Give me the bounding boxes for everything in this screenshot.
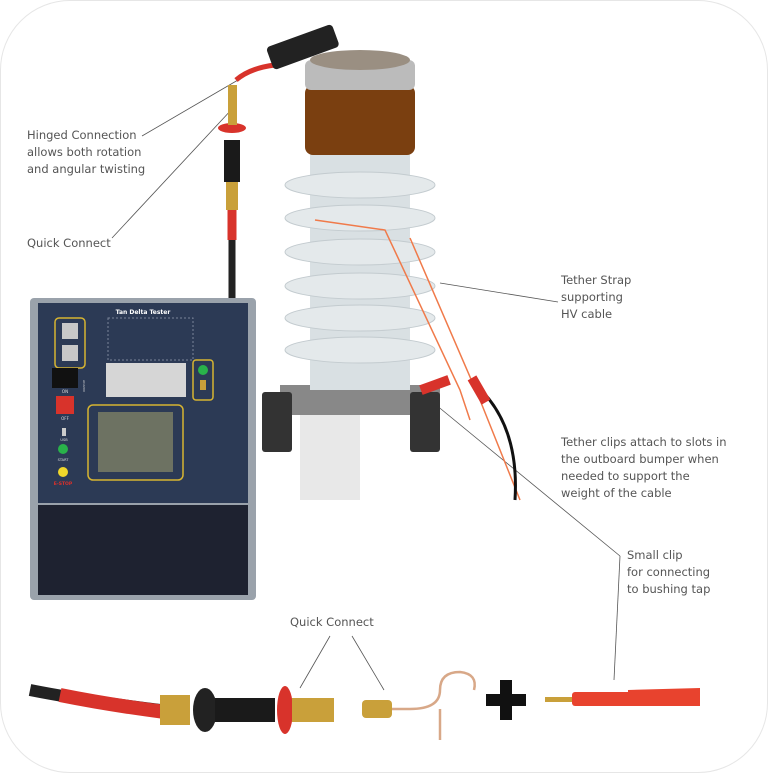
annotation-line: for connecting	[627, 565, 711, 579]
annotation-line: Hinged Connection	[27, 128, 137, 142]
hv-cable-assembly	[218, 24, 339, 300]
annotation-line: needed to support the	[561, 469, 690, 483]
quick-connect-plug	[362, 700, 392, 718]
annotation-line: and angular twisting	[27, 162, 146, 176]
annotation-line: Tether Strap	[561, 273, 632, 287]
annotation-tether-strap: Tether Strap supporting HV cable	[561, 272, 631, 323]
annotation-hinged-connection: Hinged Connection allows both rotation a…	[27, 127, 145, 178]
off-label: OFF	[61, 416, 69, 421]
tether-strap	[314, 219, 521, 501]
annotation-line: the outboard bumper when	[561, 452, 719, 466]
start-label: START	[58, 458, 70, 462]
leader-line-quick-connect-left	[299, 635, 331, 689]
leader-lines	[111, 79, 621, 691]
leader-line-quick-connect-right	[351, 635, 385, 691]
on-label: ON	[62, 389, 68, 394]
annotation-line: Small clip	[627, 548, 683, 562]
usb-label: USB	[60, 438, 68, 442]
annotation-line: weight of the cable	[561, 486, 672, 500]
annotation-small-clip: Small clip for connecting to bushing tap	[627, 547, 710, 598]
annotation-line: supporting	[561, 290, 623, 304]
bushing	[262, 50, 440, 500]
leader-line-hinged	[141, 79, 239, 137]
annotation-line: Tether clips attach to slots in	[561, 435, 727, 449]
annotation-line: HV cable	[561, 307, 613, 321]
device-title: Tan Delta Tester	[116, 309, 171, 316]
small-red-clip	[545, 688, 700, 706]
annotation-line: allows both rotation	[27, 145, 142, 159]
annotation-quick-connect-bottom: Quick Connect	[290, 615, 374, 629]
annotation-line: to bushing tap	[627, 582, 711, 596]
plus-icon	[486, 680, 526, 720]
estop-label: E-STOP	[54, 481, 73, 487]
power-label: AC220V	[82, 380, 86, 393]
bottom-connector-assembly	[28, 670, 700, 740]
leader-line-tether-clips	[429, 399, 621, 557]
leader-line-small-clip	[613, 555, 621, 681]
annotation-tether-clips: Tether clips attach to slots in the outb…	[561, 434, 727, 502]
leader-line-tether-strap	[439, 282, 559, 303]
tan-delta-tester	[30, 298, 256, 600]
hook	[392, 670, 476, 711]
leader-line-quick-connect-top	[111, 107, 234, 239]
annotation-quick-connect-top: Quick Connect	[27, 236, 111, 250]
